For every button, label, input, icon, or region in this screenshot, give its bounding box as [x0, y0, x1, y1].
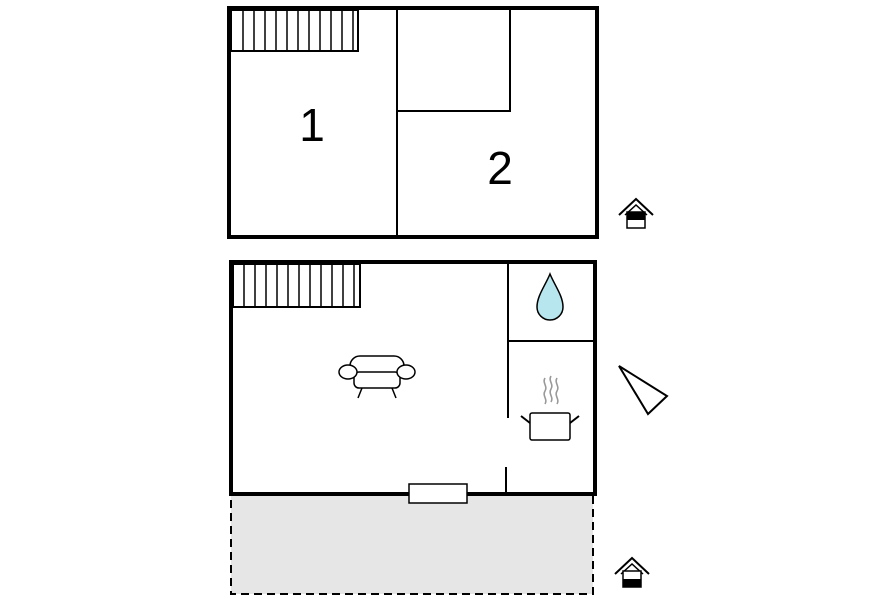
north-arrow-icon: [618, 365, 669, 416]
room-2-label: 2: [487, 142, 513, 194]
staircase: [232, 263, 361, 308]
room-1-label: 1: [299, 99, 325, 151]
house-level-icon: [618, 197, 654, 229]
sofa-icon: [338, 355, 416, 399]
water-drop-icon: [536, 272, 564, 321]
ground-interior-walls: [505, 262, 595, 494]
staircase: [230, 9, 359, 52]
upper-floor: 1 2: [227, 6, 599, 239]
terrace: [230, 493, 594, 595]
house-level-icon: [614, 556, 650, 588]
ground-floor: [229, 260, 597, 504]
entrance-door: [408, 483, 468, 504]
cooking-pot-icon: [520, 375, 580, 441]
upper-interior-walls: [396, 8, 511, 237]
